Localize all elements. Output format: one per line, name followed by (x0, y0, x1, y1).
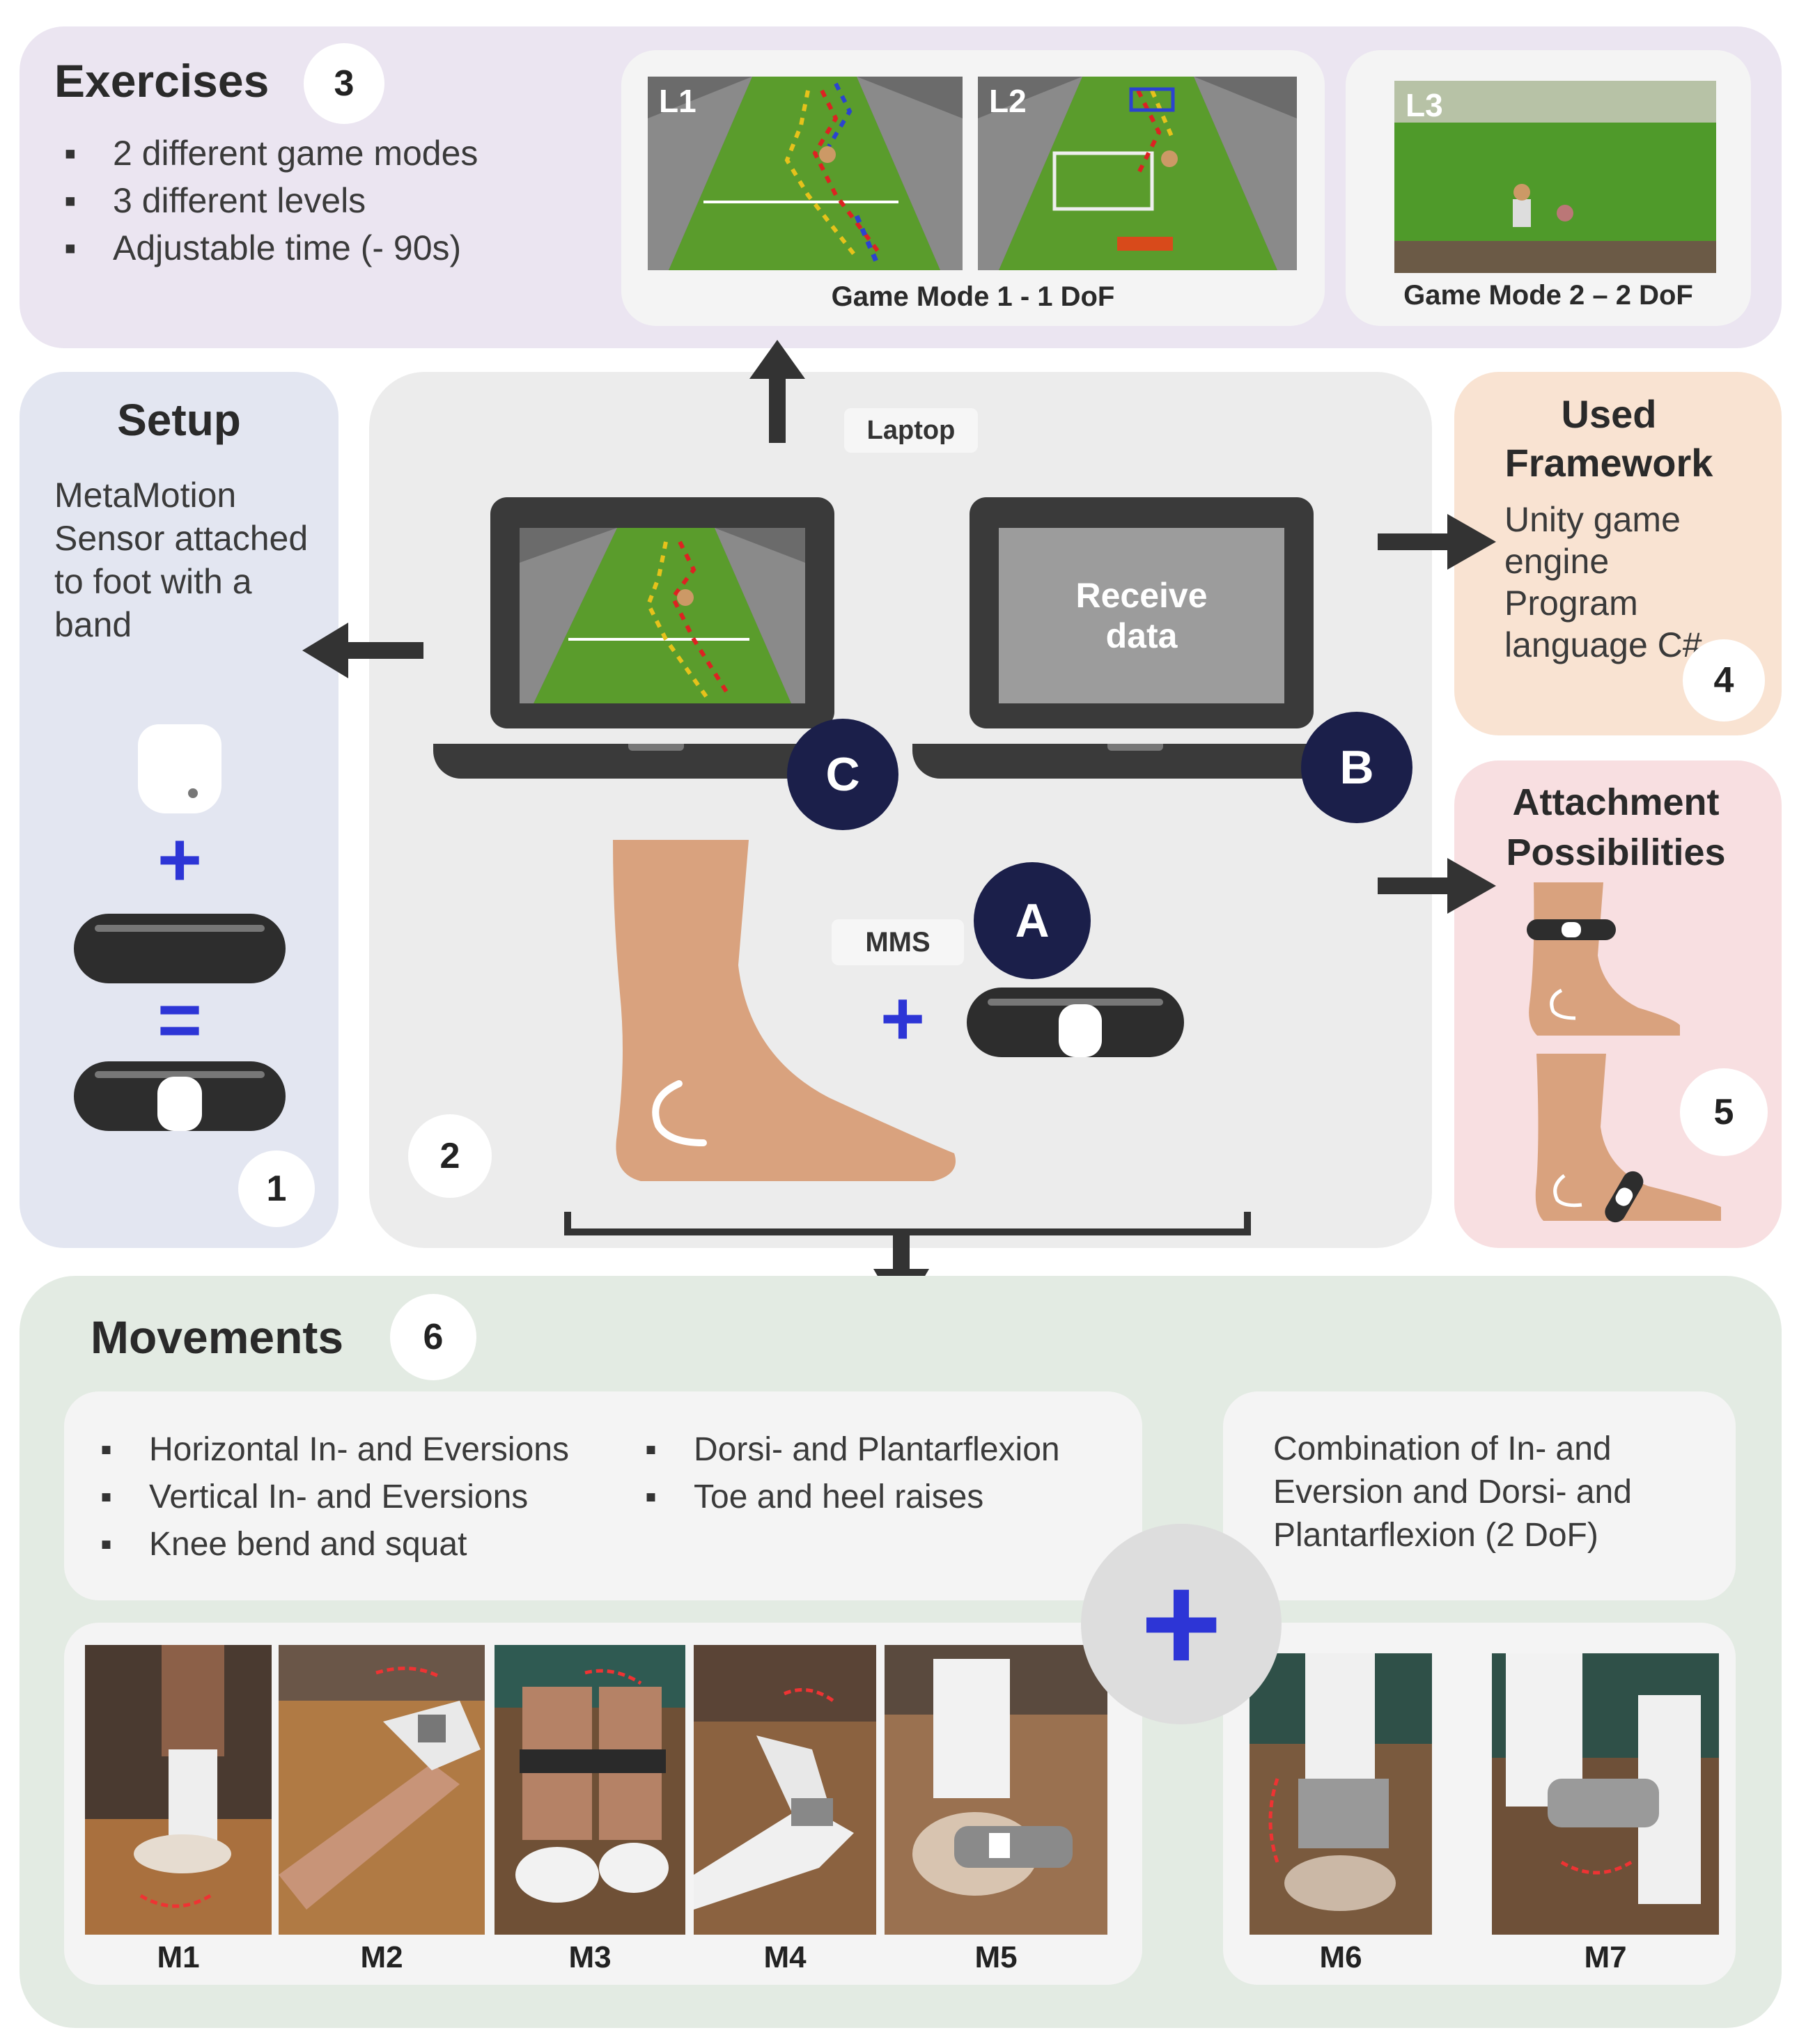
laptop-label: Laptop (844, 408, 978, 453)
setup-plus: + (157, 817, 203, 903)
movements-list-left: Horizontal In- and Eversions Vertical In… (100, 1426, 569, 1568)
movement-item: Toe and heel raises (645, 1474, 1060, 1521)
attachment-title: Attachment Possibilities (1506, 781, 1726, 873)
movements-title: Movements (91, 1311, 344, 1363)
level-1-tag: L1 (659, 83, 696, 119)
band-with-sensor-center (967, 988, 1184, 1057)
movement-item: Horizontal In- and Eversions (100, 1426, 569, 1474)
setup-title: Setup (117, 395, 241, 445)
combine-plus: + (1140, 1546, 1222, 1701)
combination-card (1223, 1391, 1736, 1600)
framework-text: Unity game engine Program language C# (1504, 500, 1702, 664)
arrow-up-to-exercises (749, 340, 805, 379)
movements-list-right: Dorsi- and Plantarflexion Toe and heel r… (645, 1426, 1060, 1521)
photo-m5 (885, 1645, 1107, 1935)
receiver-laptop-screen: Receive data (970, 497, 1314, 728)
level-1-screenshot: L1 (648, 77, 963, 270)
exercises-item: 3 different levels (64, 177, 478, 224)
badge-b: B (1301, 712, 1412, 823)
photo-m6 (1250, 1653, 1432, 1935)
band-icon (74, 914, 286, 983)
level-3-tag: L3 (1406, 87, 1443, 123)
laptop-game-preview (520, 528, 805, 703)
foot-illustration (613, 840, 956, 1181)
attachment-number-badge: 5 (1680, 1068, 1768, 1156)
mms-label: MMS (832, 919, 964, 965)
arrow-right-to-attachment (1447, 858, 1496, 914)
label-m2: M2 (360, 1940, 403, 1974)
game-mode-2-label: Game Mode 2 – 2 DoF (1403, 280, 1693, 311)
badge-a: A (974, 862, 1091, 979)
badge-c: C (787, 719, 898, 830)
label-m4: M4 (763, 1940, 807, 1974)
game-laptop-screen (490, 497, 834, 728)
band-with-sensor-icon (74, 1061, 286, 1131)
ankle-attachment-foot (1527, 882, 1680, 1036)
photo-m4 (694, 1645, 876, 1935)
exercises-item: 2 different game modes (64, 130, 478, 177)
level-3-screenshot: L3 (1394, 81, 1716, 273)
label-m5: M5 (974, 1940, 1018, 1974)
label-m7: M7 (1584, 1940, 1627, 1974)
exercises-title: Exercises (54, 55, 270, 107)
exercises-item: Adjustable time (- 90s) (64, 224, 478, 272)
soccer-field-l2 (978, 77, 1297, 270)
center-plus: + (880, 976, 926, 1061)
receive-data-text: Receive data (1075, 576, 1208, 655)
setup-description: MetaMotion Sensor attached to foot with … (54, 476, 309, 644)
level-2-tag: L2 (989, 83, 1027, 119)
system-number-badge: 2 (408, 1114, 492, 1198)
receiver-laptop-base (912, 744, 1358, 779)
arrow-right-to-framework (1447, 514, 1496, 570)
movements-number-badge: 6 (390, 1294, 476, 1380)
midfoot-attachment-foot (1535, 1054, 1721, 1223)
label-m1: M1 (157, 1940, 200, 1974)
sensor-icon (138, 724, 221, 813)
setup-equals: = (157, 977, 203, 1063)
label-m6: M6 (1319, 1940, 1362, 1974)
framework-title: Used Framework (1504, 392, 1713, 485)
game-mode-1-label: Game Mode 1 - 1 DoF (831, 281, 1115, 312)
exercises-number-badge: 3 (304, 43, 384, 124)
setup-number-badge: 1 (238, 1150, 315, 1227)
label-m3: M3 (568, 1940, 612, 1974)
movement-item: Vertical In- and Eversions (100, 1474, 569, 1521)
movement-item: Dorsi- and Plantarflexion (645, 1426, 1060, 1474)
photo-m7 (1492, 1653, 1719, 1935)
photo-m2 (279, 1645, 485, 1935)
exercises-list: 2 different game modes 3 different level… (64, 130, 478, 272)
photo-m3 (495, 1645, 685, 1935)
level-2-screenshot: L2 (978, 77, 1297, 270)
soccer-field-l1 (648, 77, 963, 270)
framework-number-badge: 4 (1683, 639, 1765, 721)
soccer-field-l3 (1394, 81, 1716, 273)
movement-item: Knee bend and squat (100, 1521, 569, 1568)
combine-plus-circle: + (1081, 1524, 1282, 1724)
combination-text: Combination of In- and Eversion and Dors… (1273, 1430, 1632, 1554)
arrow-left-to-setup (302, 623, 348, 678)
photo-m1 (85, 1645, 272, 1935)
